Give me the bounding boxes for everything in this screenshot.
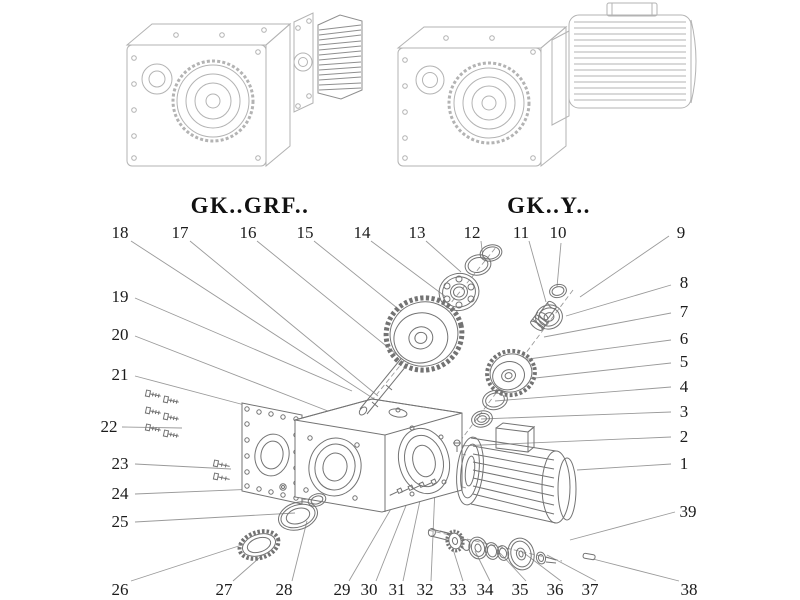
- model-label-grf: GK..GRF..: [190, 193, 310, 218]
- part-callout-36: 36: [546, 580, 564, 599]
- seal-rings: [237, 483, 327, 561]
- part-callout-17: 17: [171, 223, 189, 242]
- vent-plug: [453, 439, 461, 452]
- part-callout-19: 19: [111, 287, 129, 306]
- gearbox-housing: [294, 398, 463, 513]
- part-callout-28: 28: [275, 580, 293, 599]
- part-callout-3: 3: [679, 402, 689, 421]
- part-callout-2: 2: [679, 427, 689, 446]
- part-callout-27: 27: [215, 580, 233, 599]
- part-callout-13: 13: [408, 223, 426, 242]
- output-shaft-assembly: [427, 528, 596, 571]
- part-callout-4: 4: [679, 377, 689, 396]
- pinion-gear: [485, 348, 537, 398]
- part-callout-33: 33: [449, 580, 467, 599]
- part-callout-39: 39: [679, 502, 697, 521]
- part-callout-35: 35: [511, 580, 529, 599]
- pinion-rings: [471, 389, 508, 428]
- part-callout-34: 34: [476, 580, 494, 599]
- part-callout-37: 37: [581, 580, 599, 599]
- part-callout-9: 9: [676, 223, 686, 242]
- part-callout-1: 1: [679, 454, 689, 473]
- part-callout-26: 26: [111, 580, 129, 599]
- rear-cover-plate: [241, 402, 303, 505]
- retaining-rings: [464, 244, 503, 276]
- input-bearing: [438, 272, 480, 312]
- motor: [456, 422, 577, 524]
- part-callout-31: 31: [388, 580, 406, 599]
- part-callout-15: 15: [296, 223, 314, 242]
- part-callout-25: 25: [111, 512, 129, 531]
- gearbox-y-illustration: [396, 2, 697, 168]
- gearbox-grf-illustration: [125, 12, 363, 168]
- grf-finned-adapter: [317, 14, 363, 100]
- mounting-screws: [144, 389, 230, 481]
- part-callout-6: 6: [679, 329, 689, 348]
- assembly-axes: [301, 245, 574, 562]
- model-label-y: GK..Y..: [507, 193, 591, 218]
- y-motor-illustration: [551, 2, 697, 126]
- part-callout-29: 29: [333, 580, 351, 599]
- y-gear-face: [447, 61, 531, 145]
- part-callout-38: 38: [680, 580, 698, 599]
- flange-bolts: [389, 478, 438, 496]
- part-callout-22: 22: [100, 417, 118, 436]
- pinion-assembly: [530, 283, 567, 331]
- part-callout-16: 16: [239, 223, 257, 242]
- input-shaft: [358, 354, 412, 416]
- part-callout-20: 20: [111, 325, 129, 344]
- part-callout-12: 12: [463, 223, 481, 242]
- part-callout-5: 5: [679, 352, 689, 371]
- part-callout-18: 18: [111, 223, 129, 242]
- part-callout-7: 7: [679, 302, 689, 321]
- grf-gear-face: [171, 59, 255, 143]
- part-callout-24: 24: [111, 484, 129, 503]
- part-callout-11: 11: [512, 223, 530, 242]
- part-callout-30: 30: [360, 580, 378, 599]
- leader-lines: [121, 235, 680, 582]
- exploded-view: [144, 244, 596, 571]
- part-callout-8: 8: [679, 273, 689, 292]
- part-callout-21: 21: [111, 365, 129, 384]
- part-callout-23: 23: [111, 454, 129, 473]
- part-callout-10: 10: [549, 223, 567, 242]
- part-callout-32: 32: [416, 580, 434, 599]
- part-callout-14: 14: [353, 223, 371, 242]
- large-gear: [383, 295, 465, 373]
